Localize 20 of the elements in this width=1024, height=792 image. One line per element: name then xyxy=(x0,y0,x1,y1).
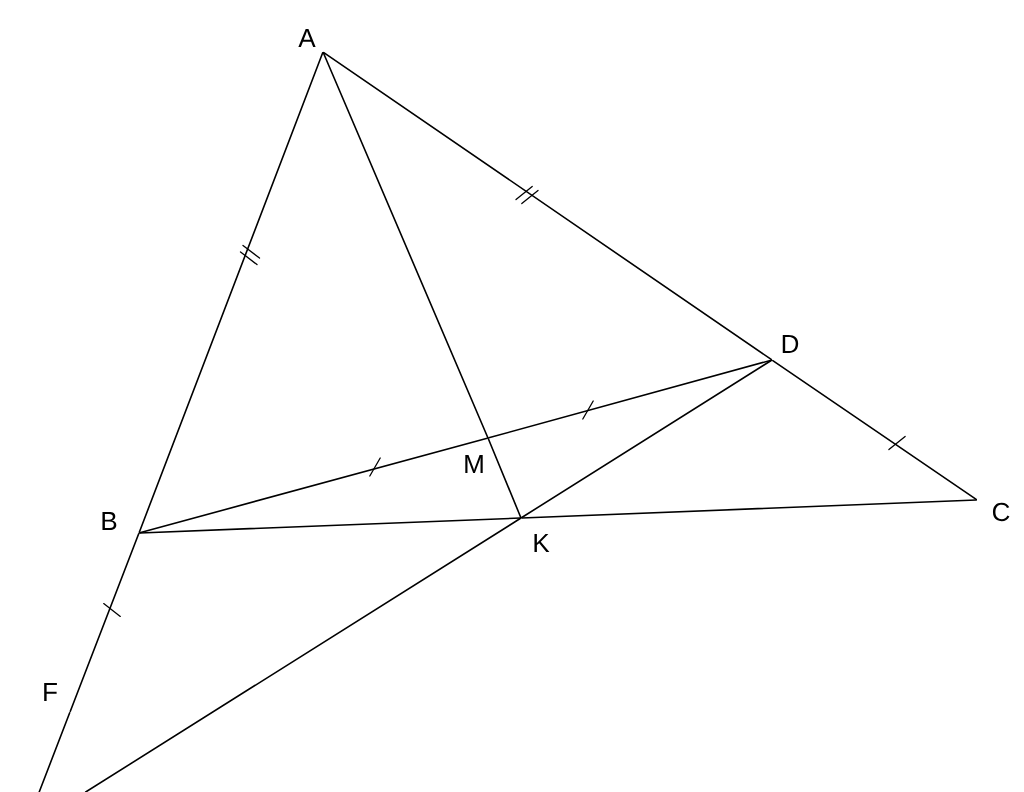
line-segment xyxy=(38,712,71,792)
line-segment xyxy=(138,52,324,533)
line-segment xyxy=(521,499,977,519)
line-segment xyxy=(521,359,772,519)
line-segment xyxy=(772,359,977,501)
point-label: F xyxy=(44,683,57,701)
point-label: C xyxy=(992,502,1010,522)
line-segment xyxy=(84,517,521,792)
point-label: M xyxy=(465,455,483,473)
line-segment xyxy=(487,438,522,518)
line-segment xyxy=(139,437,488,534)
point-label: K xyxy=(534,534,550,552)
line-segment xyxy=(69,533,140,712)
line-segment xyxy=(322,52,489,438)
line-segment xyxy=(323,51,772,361)
line-segment xyxy=(139,517,521,534)
point-label: A xyxy=(298,29,316,47)
point-label: D xyxy=(782,335,799,353)
line-segment xyxy=(488,359,772,439)
point-label: B xyxy=(102,512,117,530)
